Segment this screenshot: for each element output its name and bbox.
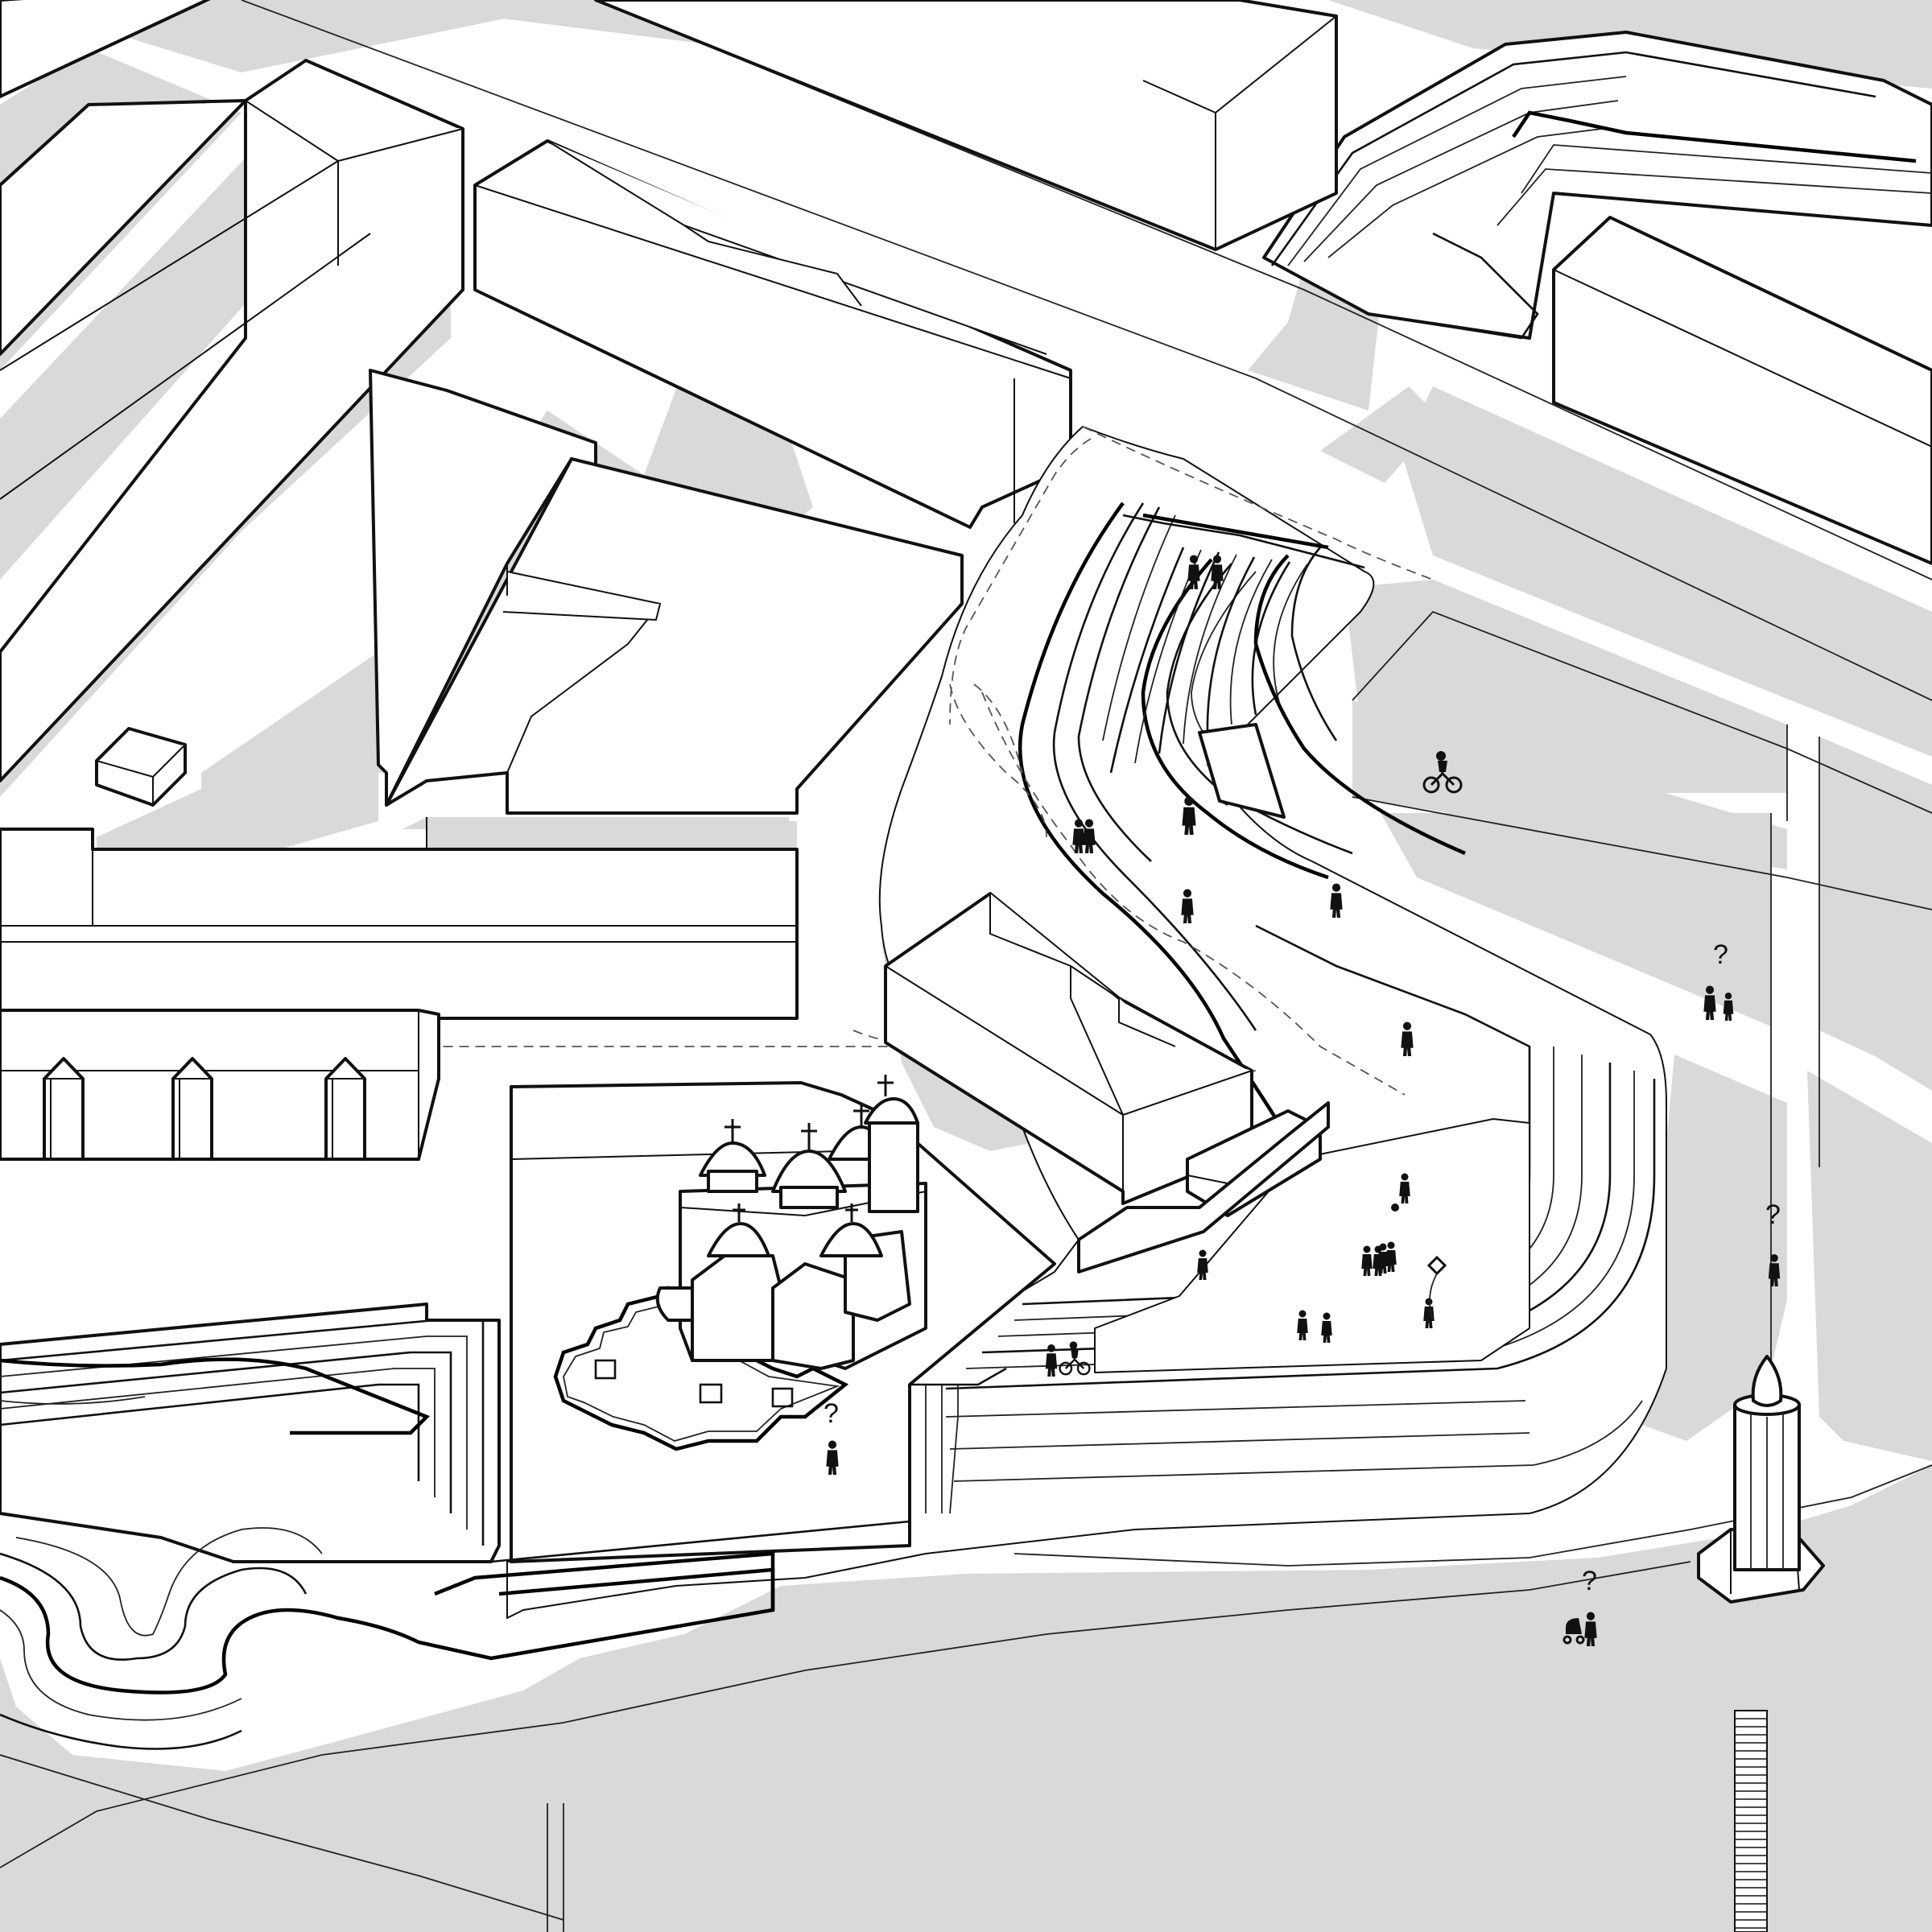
stroller [1563,1618,1585,1645]
slope-step-line [1229,559,1273,725]
walking-couple [1072,819,1085,853]
stroller-walker [1584,1612,1597,1646]
walking-couple [1211,555,1224,589]
family-group [1385,1241,1397,1272]
people-figures [826,555,1781,1646]
question-mark-candle-plaza: ? [1582,1566,1597,1596]
sidewalk-walker [1768,1254,1781,1286]
ramp-rungs [1735,1718,1767,1929]
family-group [1361,1245,1373,1276]
slope-building [884,723,1330,1274]
cyclist [1422,751,1463,794]
north-terraced-mound [1262,31,1932,340]
west-courtyard-block [369,369,964,815]
question-mark-sidewalk-middle: ? [1765,1199,1781,1230]
lone-visitor [826,1440,839,1475]
gabled-bay [324,1057,366,1161]
lone-visitor [1045,1344,1058,1377]
sidewalk-pair [1703,985,1716,1020]
kite [1426,1255,1447,1321]
dog-walker [1181,889,1194,923]
family-group [1321,1312,1332,1343]
stepped-park-mound [0,1302,910,1750]
walking-couple [1187,555,1200,589]
ball [1391,1203,1399,1212]
long-arcade-block [0,1009,440,1161]
candle-monument [1697,1355,1825,1604]
slope-step-line [1158,551,1220,754]
slope-step-line [1206,556,1256,735]
question-mark-sidewalk-upper: ? [1713,939,1728,970]
walking-couple [1083,819,1096,853]
orthodox-church [655,1075,927,1370]
church-foundation-ruin [553,1286,849,1451]
runner [1401,1022,1414,1056]
slope-step-line [1251,561,1291,716]
slope-step-line [1109,547,1185,774]
small-house [95,727,187,807]
cyclist [1059,1341,1091,1376]
slope-step-line [1273,564,1308,706]
family-group [1377,1243,1389,1274]
north-row-blocks [0,0,1932,782]
slope-step-line [1183,554,1237,745]
question-marks: ? ? ? ? [824,939,1781,1596]
skateboarder [1197,1249,1208,1280]
gabled-bay [43,1057,85,1161]
runner [1330,883,1343,918]
gabled-bay [171,1057,213,1161]
question-mark-church: ? [824,1398,839,1429]
dog-walker [1182,796,1196,835]
long-terrace-band [0,817,799,1020]
sidewalk-pair [1723,993,1734,1021]
kite-child [1423,1298,1435,1328]
family-group [1399,1173,1410,1203]
family-group [1297,1310,1308,1340]
